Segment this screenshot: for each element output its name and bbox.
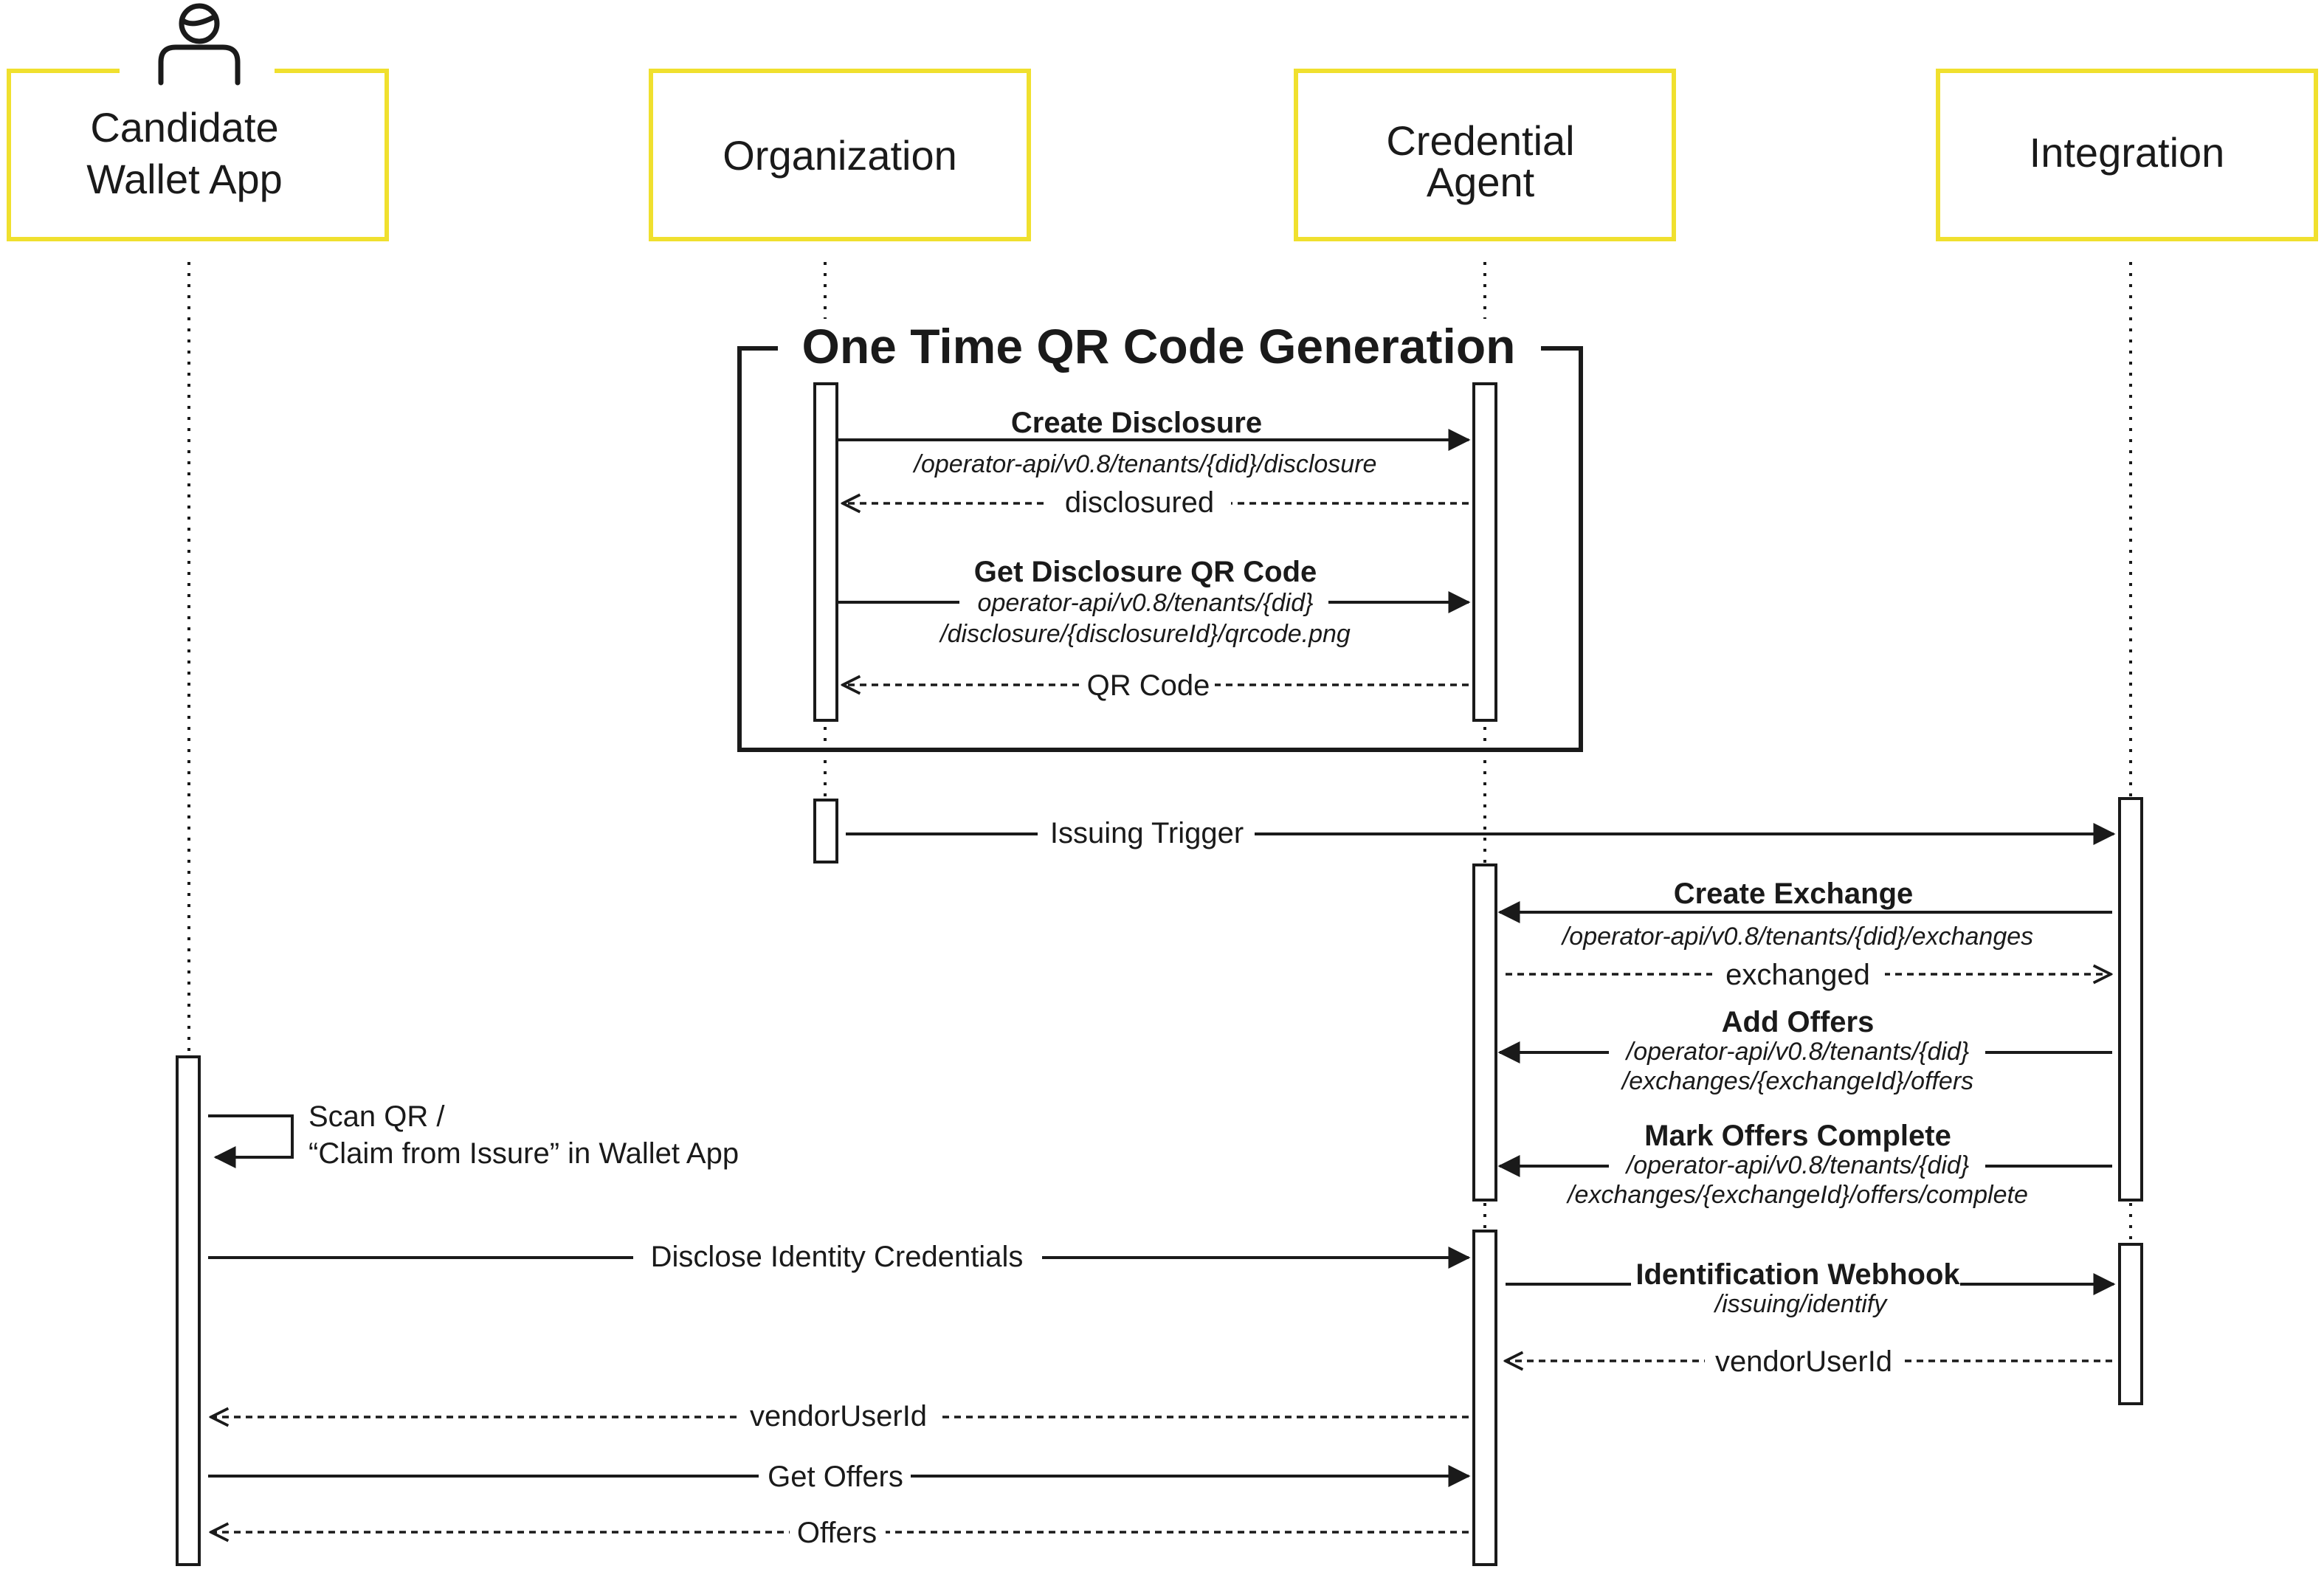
message-disclosured: disclosured — [843, 480, 1469, 520]
message-get-disclosure-qr-code: Get Disclosure QR Code operator-api/v0.8… — [838, 556, 1471, 648]
message-label: disclosured — [1065, 486, 1214, 519]
message-path: /issuing/identify — [1714, 1290, 1888, 1318]
actor-integration: Integration — [1936, 69, 2318, 241]
message-title: Add Offers — [1722, 1006, 1875, 1038]
agent-activation-bar — [1472, 382, 1497, 722]
message-path: /disclosure/{disclosureId}/qrcode.png — [939, 620, 1351, 648]
message-label: Offers — [797, 1517, 877, 1549]
qr-generation-frame: One Time QR Code Generation — [737, 319, 1583, 752]
message-label: QR Code — [1087, 669, 1210, 702]
actor-organization: Organization — [649, 69, 1031, 241]
message-title: Mark Offers Complete — [1644, 1120, 1951, 1152]
actor-label: Organization — [723, 132, 957, 179]
message-label: exchanged — [1725, 959, 1870, 991]
actor-label: Candidate — [90, 104, 278, 151]
message-title: Create Disclosure — [1011, 407, 1262, 439]
message-add-offers: Add Offers /operator-api/v0.8/tenants/{d… — [1497, 1006, 2112, 1095]
message-label: “Claim from Issure” in Wallet App — [308, 1137, 739, 1170]
message-label: Get Offers — [768, 1461, 903, 1493]
wallet-activation-bar — [176, 1055, 201, 1566]
message-label: vendorUserId — [1715, 1345, 1892, 1378]
message-path: /operator-api/v0.8/tenants/{did} — [1625, 1151, 1969, 1179]
integration-activation-bar — [2118, 797, 2143, 1202]
message-mark-offers-complete: Mark Offers Complete /operator-api/v0.8/… — [1497, 1120, 2112, 1209]
message-create-disclosure: Create Disclosure /operator-api/v0.8/ten… — [838, 407, 1471, 478]
message-path: /operator-api/v0.8/tenants/{did}/disclos… — [913, 450, 1377, 478]
message-label: Disclose Identity Credentials — [651, 1241, 1024, 1273]
message-path: /operator-api/v0.8/tenants/{did}/exchang… — [1561, 923, 2033, 951]
org-activation-bar — [813, 799, 838, 863]
agent-activation-bar — [1472, 1230, 1497, 1566]
frame-title: One Time QR Code Generation — [802, 319, 1516, 373]
agent-activation-bar — [1472, 863, 1497, 1202]
message-title: Create Exchange — [1674, 878, 1914, 910]
actor-label: Wallet App — [86, 156, 283, 202]
message-vendor-user-id-integration: vendorUserId — [1506, 1340, 2112, 1379]
message-label: Scan QR / — [308, 1100, 445, 1133]
message-vendor-user-id-wallet: vendorUserId — [211, 1395, 1469, 1435]
message-disclose-identity-credentials: Disclose Identity Credentials — [208, 1235, 1471, 1275]
message-path: /exchanges/{exchangeId}/offers — [1621, 1067, 1973, 1095]
message-offers: Offers — [211, 1511, 1469, 1550]
message-label: Issuing Trigger — [1050, 817, 1244, 849]
message-exchanged: exchanged — [1506, 954, 2111, 992]
message-create-exchange: Create Exchange /operator-api/v0.8/tenan… — [1497, 878, 2112, 951]
actor-candidate-wallet-app: Candidate Wallet App — [7, 59, 389, 241]
message-qr-code: QR Code — [843, 664, 1469, 703]
actor-label: Agent — [1427, 159, 1535, 205]
org-activation-bar — [813, 382, 838, 722]
user-icon — [158, 3, 241, 86]
integration-activation-bar — [2118, 1243, 2143, 1405]
message-path: operator-api/v0.8/tenants/{did} — [978, 589, 1314, 617]
message-title: Identification Webhook — [1635, 1258, 1960, 1291]
message-path: /exchanges/{exchangeId}/offers/complete — [1566, 1181, 2028, 1209]
message-scan-qr: Scan QR / “Claim from Issure” in Wallet … — [208, 1100, 739, 1170]
message-identification-webhook: Identification Webhook /issuing/identify — [1506, 1258, 2116, 1318]
actor-credential-agent: Credential Agent — [1294, 69, 1676, 241]
message-issuing-trigger: Issuing Trigger — [846, 812, 2116, 852]
message-label: vendorUserId — [750, 1400, 927, 1433]
actor-label: Integration — [2030, 129, 2225, 176]
actor-label: Credential — [1386, 117, 1574, 164]
message-path: /operator-api/v0.8/tenants/{did} — [1625, 1038, 1969, 1066]
message-get-offers: Get Offers — [208, 1455, 1471, 1494]
message-title: Get Disclosure QR Code — [974, 556, 1317, 588]
